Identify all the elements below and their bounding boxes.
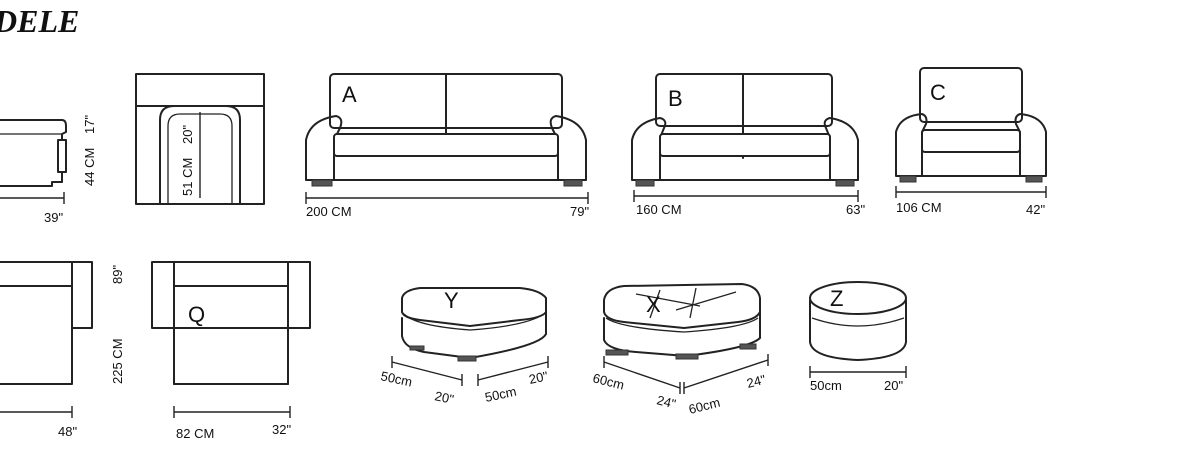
ottoman-y-width-imperial: 20" <box>528 368 550 387</box>
sofa-b-width-metric: 160 CM <box>636 202 682 217</box>
ottoman-z-width-imperial: 20" <box>884 378 903 393</box>
side-height-imperial: 17" <box>82 115 97 134</box>
ottoman-y-letter: Y <box>444 288 459 313</box>
module-q-width-imperial: 32" <box>272 422 291 437</box>
ottoman-y-width-metric: 50cm <box>484 384 518 405</box>
side-view: 39" 44 CM 17" <box>0 115 97 225</box>
seat-top-view: 20" 51 CM <box>135 73 265 205</box>
ottoman-x-width-metric: 60cm <box>687 395 721 417</box>
ottoman-z-letter: Z <box>830 286 843 311</box>
corner-width-imperial: 48" <box>58 424 77 439</box>
ottoman-x: X 60cm 24" 60cm 24" <box>591 283 769 417</box>
sofa-b: B 160 CM 63" <box>631 73 865 217</box>
sofa-a: A 200 CM 79" <box>305 73 589 219</box>
corner-length-imperial: 89" <box>110 265 125 284</box>
seat-depth-metric: 51 CM <box>180 158 195 196</box>
sofa-b-letter: B <box>668 86 683 111</box>
ottoman-x-width-imperial: 24" <box>745 372 768 391</box>
module-q-letter: Q <box>188 302 205 327</box>
ottoman-x-depth-metric: 60cm <box>591 370 625 392</box>
ottoman-x-letter: X <box>646 292 661 317</box>
side-height-metric: 44 CM <box>82 148 97 186</box>
module-q-width-metric: 82 CM <box>176 426 214 441</box>
ottoman-y-depth-metric: 50cm <box>379 368 413 389</box>
corner-section: 48" 225 CM 89" <box>0 261 125 439</box>
chair-c: C 106 CM 42" <box>895 67 1047 217</box>
sofa-a-letter: A <box>342 82 357 107</box>
sofa-b-width-imperial: 63" <box>846 202 865 217</box>
chair-c-width-metric: 106 CM <box>896 200 942 215</box>
corner-length-metric: 225 CM <box>110 338 125 384</box>
ottoman-y: Y 50cm 20" 50cm 20" <box>379 287 550 407</box>
chair-c-letter: C <box>930 80 946 105</box>
module-q: Q 82 CM 32" <box>151 261 311 441</box>
chair-c-width-imperial: 42" <box>1026 202 1045 217</box>
ottoman-z-width-metric: 50cm <box>810 378 842 393</box>
ottoman-x-depth-imperial: 24" <box>655 392 678 411</box>
brand-logo: DELE <box>0 3 79 39</box>
sofa-a-width-metric: 200 CM <box>306 204 352 219</box>
ottoman-y-depth-imperial: 20" <box>433 388 455 407</box>
ottoman-z: Z 50cm 20" <box>809 281 907 393</box>
side-depth-label: 39" <box>44 210 63 225</box>
seat-depth-imperial: 20" <box>180 125 195 144</box>
sofa-a-width-imperial: 79" <box>570 204 589 219</box>
